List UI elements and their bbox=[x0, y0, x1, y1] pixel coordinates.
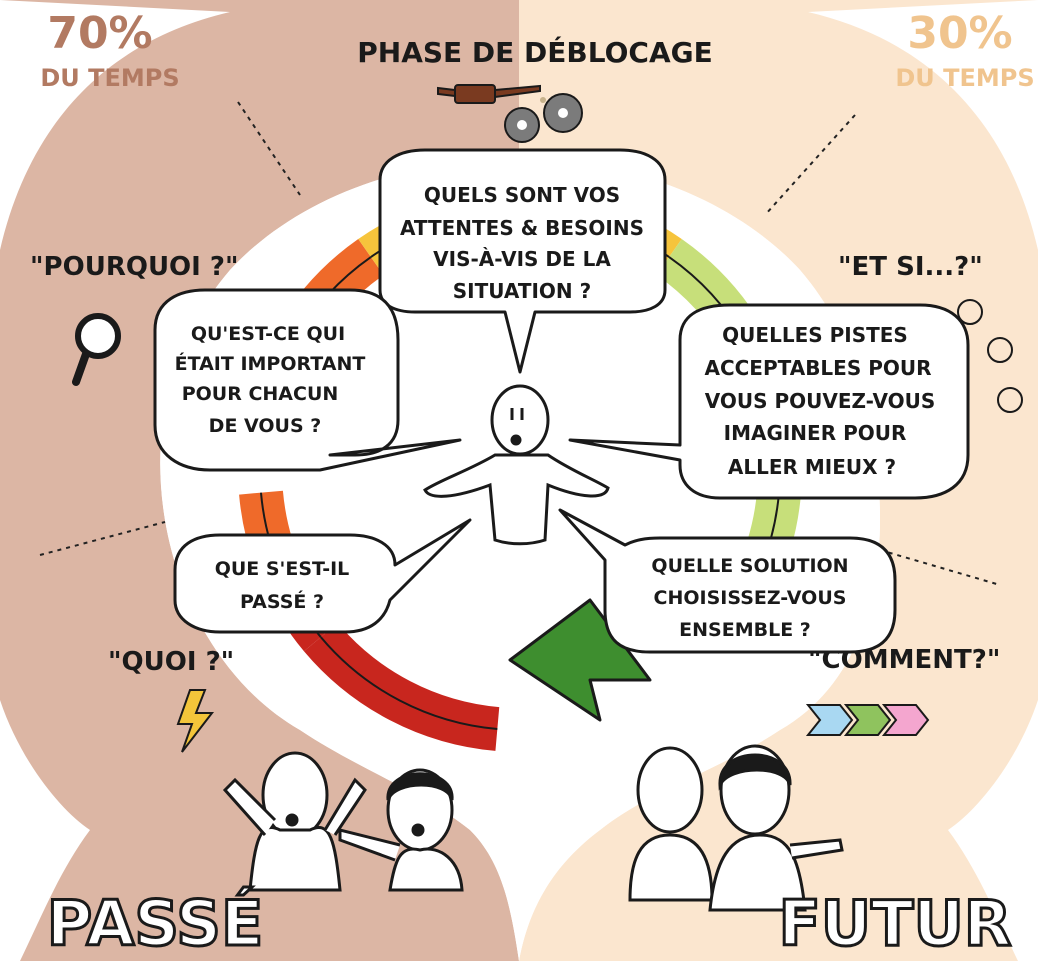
bubble-bottom-right-line-2: CHOISISSEZ-VOUS bbox=[654, 587, 847, 609]
magnifier-icon bbox=[72, 313, 121, 386]
lightbulb-icon bbox=[957, 299, 1023, 413]
bubble-bottom-left: QUE S'EST-IL PASSÉ ? bbox=[173, 518, 472, 634]
reconciled-people bbox=[628, 744, 844, 912]
future-caption: DU TEMPS bbox=[895, 64, 1034, 92]
bubble-bottom-left-line-1: QUE S'EST-IL bbox=[215, 558, 350, 580]
future-percent: 30% bbox=[907, 8, 1012, 59]
bubble-bottom-right: QUELLE SOLUTION CHOISISSEZ-VOUS ENSEMBLE… bbox=[558, 508, 897, 654]
footer: PASSÉ FUTUR bbox=[45, 886, 1013, 961]
ring-segment-outline bbox=[320, 636, 498, 731]
mediator-figure bbox=[423, 384, 610, 546]
keyword-et-si: "ET SI...?" bbox=[838, 252, 983, 282]
gear-icon bbox=[504, 93, 583, 143]
past-caption: DU TEMPS bbox=[40, 64, 179, 92]
past-label: PASSÉ bbox=[47, 887, 264, 960]
oil-can-icon bbox=[437, 84, 546, 104]
bubble-right-line-3: VOUS POUVEZ-VOUS bbox=[705, 389, 936, 413]
keyword-pourquoi: "POURQUOI ?" bbox=[30, 252, 239, 282]
green-arrow bbox=[508, 598, 652, 722]
bubble-top: QUELS SONT VOS ATTENTES & BESOINS VIS-À-… bbox=[378, 148, 667, 374]
bubble-left-line-3: POUR CHACUN bbox=[182, 383, 339, 405]
bubble-right-line-2: ACCEPTABLES POUR bbox=[704, 356, 931, 380]
bubble-top-line-3: VIS-À-VIS DE LA bbox=[433, 247, 611, 271]
bubble-right-line-1: QUELLES PISTES bbox=[722, 323, 908, 347]
bubble-bottom-left-line-2: PASSÉ ? bbox=[240, 590, 324, 613]
arguing-people bbox=[222, 751, 464, 892]
bubble-bottom-right-line-1: QUELLE SOLUTION bbox=[651, 555, 848, 577]
past-band bbox=[0, 0, 519, 961]
bubble-right-line-4: IMAGINER POUR bbox=[724, 421, 907, 445]
bubble-left: QU'EST-CE QUI ÉTAIT IMPORTANT POUR CHACU… bbox=[153, 288, 462, 472]
bubble-top-line-1: QUELS SONT VOS bbox=[424, 183, 620, 207]
header: 70% DU TEMPS 30% DU TEMPS PHASE DE DÉBLO… bbox=[40, 8, 1034, 92]
bubble-top-line-2: ATTENTES & BESOINS bbox=[400, 216, 644, 240]
future-label: FUTUR bbox=[778, 887, 1011, 960]
keyword-quoi: "QUOI ?" bbox=[108, 647, 234, 677]
keywords: "POURQUOI ?" "ET SI...?" "QUOI ?" "COMME… bbox=[30, 252, 1000, 677]
bubble-right-line-5: ALLER MIEUX ? bbox=[728, 455, 896, 479]
bubble-bottom-right-line-3: ENSEMBLE ? bbox=[679, 619, 811, 641]
past-percent: 70% bbox=[47, 8, 152, 59]
bubble-left-line-2: ÉTAIT IMPORTANT bbox=[175, 352, 366, 375]
chevron-arrows-icon bbox=[805, 704, 930, 736]
bubble-top-line-4: SITUATION ? bbox=[453, 279, 591, 303]
phase-title: PHASE DE DÉBLOCAGE bbox=[357, 35, 712, 69]
bubble-right: QUELLES PISTES ACCEPTABLES POUR VOUS POU… bbox=[568, 303, 970, 500]
lightning-icon bbox=[176, 689, 215, 753]
bubble-left-line-4: DE VOUS ? bbox=[209, 415, 322, 437]
bubble-left-line-1: QU'EST-CE QUI bbox=[191, 323, 345, 345]
